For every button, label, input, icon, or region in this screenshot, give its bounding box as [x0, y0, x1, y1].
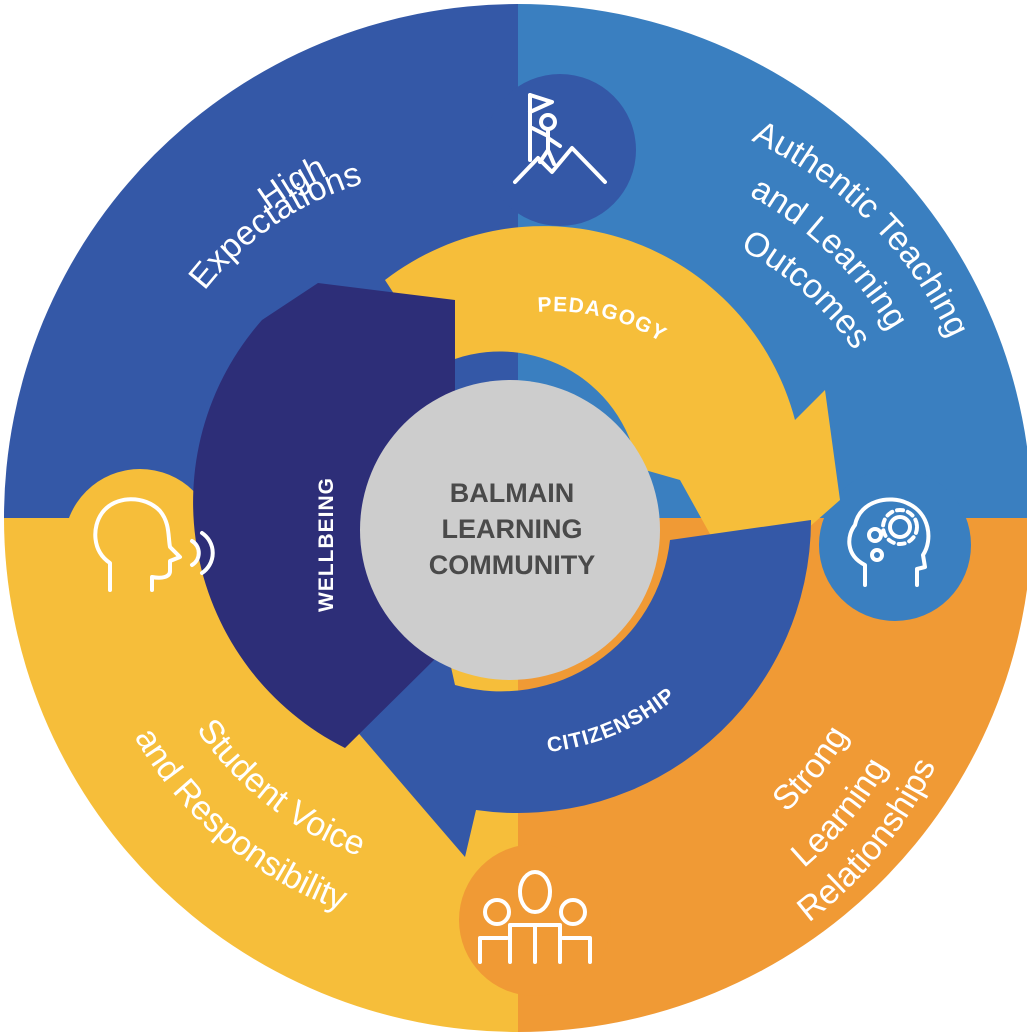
center-line-1: BALMAIN — [450, 478, 574, 508]
arrow-label-wellbeing: WELLBEING — [315, 477, 338, 612]
center-line-3: COMMUNITY — [429, 550, 595, 580]
tab-bottom — [459, 844, 611, 996]
arrow-citizenship — [330, 520, 811, 857]
speaking-head-icon — [93, 497, 215, 592]
mountain-flag-icon — [513, 93, 607, 184]
tab-right — [819, 469, 971, 621]
center-circle — [360, 380, 660, 680]
arrow-pedagogy — [385, 226, 840, 588]
group-people-icon — [478, 870, 592, 964]
tab-left — [64, 469, 216, 621]
center-line-2: LEARNING — [442, 514, 583, 544]
tab-top — [484, 74, 636, 226]
head-gears-icon — [847, 497, 931, 587]
arrow-wellbeing — [193, 283, 455, 748]
